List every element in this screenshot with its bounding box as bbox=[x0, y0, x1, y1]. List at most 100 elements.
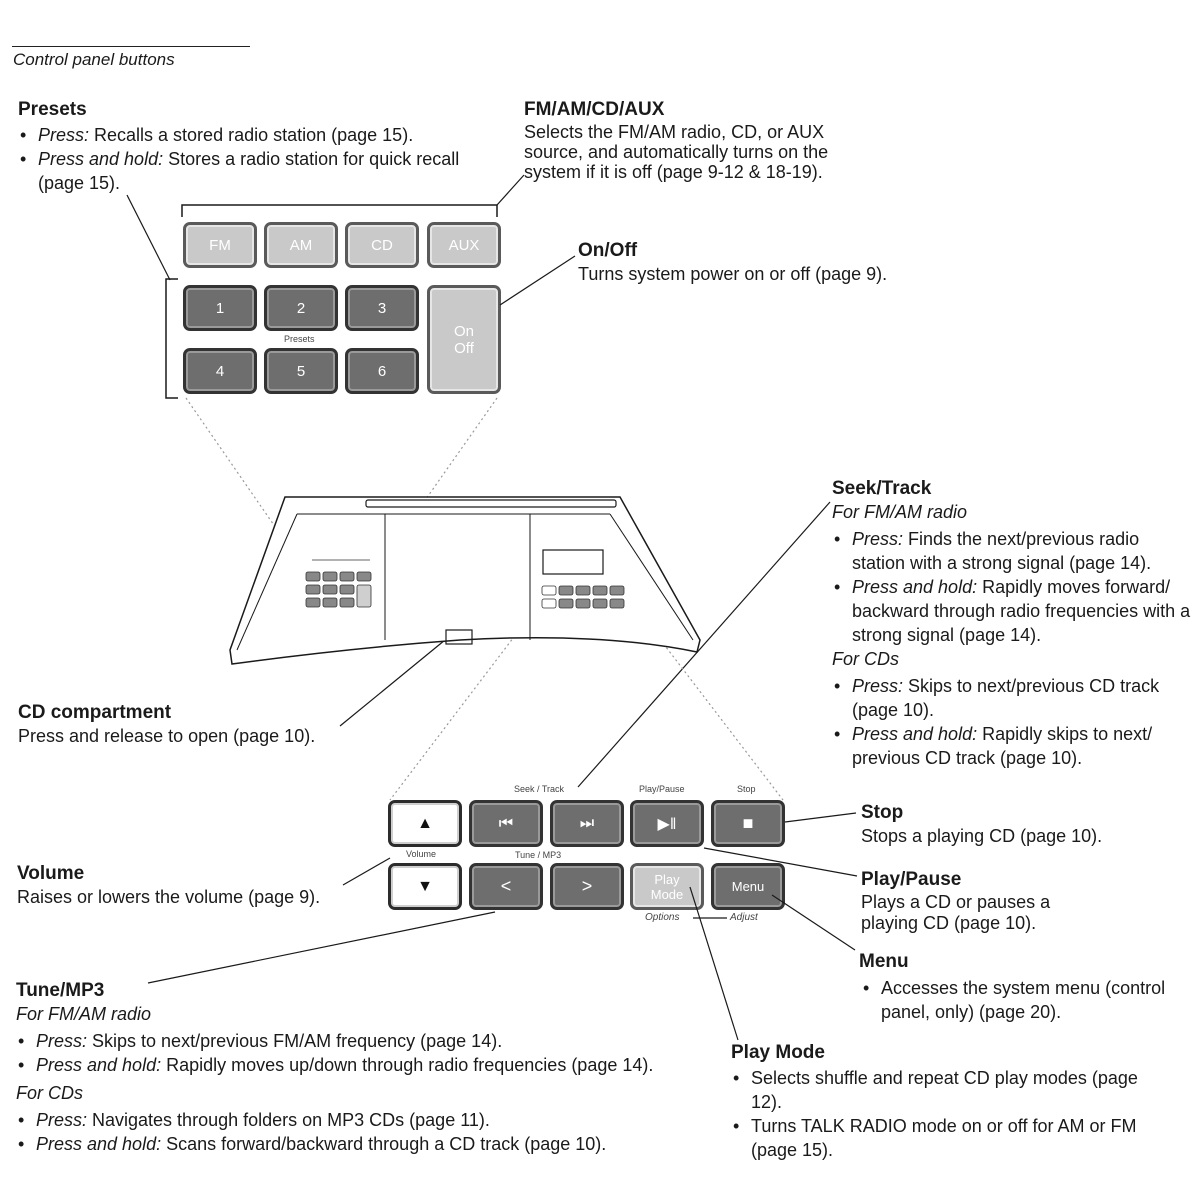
seek-cd-subheading: For CDs bbox=[832, 649, 899, 669]
device-illustration bbox=[229, 496, 701, 665]
stop-text: Stops a playing CD (page 10). bbox=[861, 826, 1103, 846]
play-mode-button[interactable]: Play Mode bbox=[630, 863, 704, 910]
presets-section: Presets Press: Recalls a stored radio st… bbox=[18, 99, 468, 195]
tune-heading: Tune/MP3 bbox=[16, 980, 105, 1001]
list-item: Selects shuffle and repeat CD play modes… bbox=[731, 1066, 1151, 1114]
playpause-leader bbox=[703, 847, 858, 877]
playmode-leader bbox=[689, 886, 739, 1041]
tune-fm-list: Press: Skips to next/previous FM/AM freq… bbox=[16, 1029, 716, 1077]
list-item: Press and hold: Scans forward/backward t… bbox=[16, 1132, 716, 1156]
onoff-button[interactable]: On Off bbox=[427, 285, 501, 394]
play-pause-button[interactable]: ▶‖ bbox=[630, 800, 704, 847]
list-item: Press and hold: Rapidly moves up/down th… bbox=[16, 1053, 716, 1077]
seek-next-button[interactable]: ⏭ bbox=[550, 800, 624, 847]
list-item: Press: Navigates through folders on MP3 … bbox=[16, 1108, 716, 1132]
seek-heading: Seek/Track bbox=[832, 478, 932, 499]
stop-heading: Stop bbox=[861, 802, 904, 823]
preset-3-button[interactable]: 3 bbox=[345, 285, 419, 331]
source-heading: FM/AM/CD/AUX bbox=[524, 99, 665, 120]
tune-cd-list: Press: Navigates through folders on MP3 … bbox=[16, 1108, 716, 1156]
tune-fm-subheading: For FM/AM radio bbox=[16, 1004, 152, 1024]
header-rule bbox=[12, 46, 250, 47]
menu-button[interactable]: Menu bbox=[711, 863, 785, 910]
preset-2-button[interactable]: 2 bbox=[264, 285, 338, 331]
volume-text: Raises or lowers the volume (page 9). bbox=[17, 887, 321, 907]
tune-leader bbox=[147, 911, 496, 984]
onoff-button-line1: On bbox=[453, 322, 474, 340]
volume-down-button[interactable]: ▼ bbox=[388, 863, 462, 910]
tune-cd-subheading: For CDs bbox=[16, 1083, 83, 1103]
tune-section: Tune/MP3 For FM/AM radio Press: Skips to… bbox=[16, 980, 716, 1156]
playpause-heading: Play/Pause bbox=[861, 869, 962, 890]
onoff-leader bbox=[499, 255, 576, 306]
cd-compartment-button bbox=[445, 629, 473, 645]
volume-up-button[interactable]: ▲ bbox=[388, 800, 462, 847]
onoff-section: On/Off Turns system power on or off (pag… bbox=[578, 240, 938, 286]
am-button[interactable]: AM bbox=[264, 222, 338, 268]
stop-button[interactable]: ■ bbox=[711, 800, 785, 847]
adjust-label: Adjust bbox=[730, 912, 758, 923]
list-item: Press and hold: Rapidly moves forward/ b… bbox=[832, 575, 1194, 647]
seek-section: Seek/Track For FM/AM radio Press: Finds … bbox=[832, 478, 1194, 770]
source-bracket bbox=[181, 204, 498, 217]
seek-fm-subheading: For FM/AM radio bbox=[832, 502, 968, 522]
preset-6-button[interactable]: 6 bbox=[345, 348, 419, 394]
volume-leader bbox=[342, 857, 391, 886]
list-item: Press: Skips to next/previous FM/AM freq… bbox=[16, 1029, 716, 1053]
cd-compartment-leader bbox=[339, 639, 446, 727]
list-item: Turns TALK RADIO mode on or off for AM o… bbox=[731, 1114, 1151, 1162]
stop-section: Stop Stops a playing CD (page 10). bbox=[861, 802, 1181, 848]
source-leader bbox=[496, 174, 525, 206]
volume-section: Volume Raises or lowers the volume (page… bbox=[17, 863, 377, 909]
volume-label: Volume bbox=[406, 849, 437, 859]
playpause-text: Plays a CD or pauses a playing CD (page … bbox=[861, 892, 1051, 933]
playmode-list: Selects shuffle and repeat CD play modes… bbox=[731, 1066, 1151, 1162]
tune-right-button[interactable]: > bbox=[550, 863, 624, 910]
playpause-section: Play/Pause Plays a CD or pauses a playin… bbox=[861, 869, 1086, 934]
device-mini-keypad-left bbox=[305, 571, 372, 608]
seek-fm-list: Press: Finds the next/previous radio sta… bbox=[832, 527, 1194, 647]
list-item: Press: Finds the next/previous radio sta… bbox=[832, 527, 1194, 575]
list-item: Press: Recalls a stored radio station (p… bbox=[18, 123, 468, 147]
presets-panel-label: Presets bbox=[284, 334, 315, 344]
presets-bracket bbox=[165, 278, 178, 399]
play-mode-line1: Play bbox=[654, 871, 680, 887]
stop-label: Stop bbox=[737, 784, 756, 794]
menu-heading: Menu bbox=[859, 951, 909, 972]
device-disc-slot bbox=[365, 499, 617, 508]
seek-track-label: Seek / Track bbox=[514, 784, 565, 794]
play-pause-label: Play/Pause bbox=[639, 784, 685, 794]
source-section: FM/AM/CD/AUX Selects the FM/AM radio, CD… bbox=[524, 99, 874, 182]
menu-leader bbox=[771, 894, 856, 951]
cd-compartment-heading: CD compartment bbox=[18, 702, 172, 723]
onoff-button-line2: Off bbox=[454, 339, 474, 357]
stop-leader bbox=[784, 812, 857, 823]
seek-previous-button[interactable]: ⏮ bbox=[469, 800, 543, 847]
preset-1-button[interactable]: 1 bbox=[183, 285, 257, 331]
volume-heading: Volume bbox=[17, 863, 85, 884]
device-left-face bbox=[236, 513, 298, 651]
preset-4-button[interactable]: 4 bbox=[183, 348, 257, 394]
seek-leader bbox=[577, 501, 831, 788]
aux-button[interactable]: AUX bbox=[427, 222, 501, 268]
seek-cd-list: Press: Skips to next/previous CD track (… bbox=[832, 674, 1194, 770]
device-display bbox=[542, 549, 604, 575]
fm-button[interactable]: FM bbox=[183, 222, 257, 268]
options-label: Options bbox=[645, 912, 680, 923]
tune-mp3-label: Tune / MP3 bbox=[515, 850, 562, 860]
onoff-heading: On/Off bbox=[578, 240, 638, 261]
source-text: Selects the FM/AM radio, CD, or AUX sour… bbox=[524, 122, 829, 182]
play-mode-line2: Mode bbox=[650, 886, 684, 902]
device-right-face bbox=[609, 513, 694, 641]
device-mini-keypad-right bbox=[541, 585, 625, 609]
presets-list: Press: Recalls a stored radio station (p… bbox=[18, 123, 468, 195]
presets-leader bbox=[126, 194, 171, 281]
cd-compartment-text: Press and release to open (page 10). bbox=[18, 726, 316, 746]
preset-5-button[interactable]: 5 bbox=[264, 348, 338, 394]
tune-left-button[interactable]: < bbox=[469, 863, 543, 910]
list-item: Accesses the system menu (control panel,… bbox=[861, 976, 1179, 1024]
cd-button[interactable]: CD bbox=[345, 222, 419, 268]
device-body-outline bbox=[229, 496, 701, 665]
list-item: Press and hold: Rapidly skips to next/ p… bbox=[832, 722, 1194, 770]
